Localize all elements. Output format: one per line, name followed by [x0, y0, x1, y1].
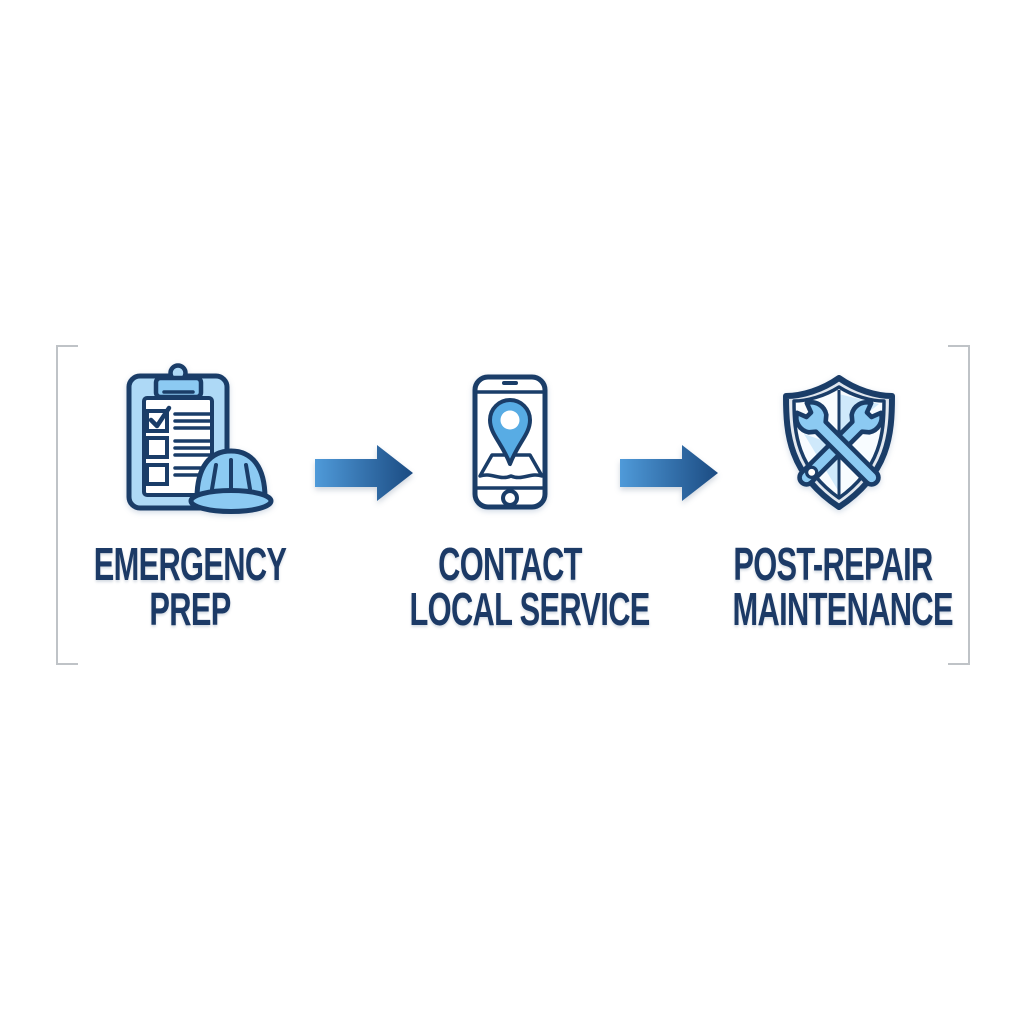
arrow-right-icon [620, 443, 720, 503]
right-bracket [948, 345, 970, 665]
step-icon-box [40, 340, 340, 540]
step-contact-local-service: CONTACT LOCAL SERVICE [360, 340, 660, 670]
step-label: EMERGENCY PREP [40, 538, 340, 635]
step-icon-box [683, 340, 983, 540]
arrow-right-icon [315, 443, 415, 503]
shield-crossed-wrenches-icon [783, 375, 895, 510]
step-emergency-prep: EMERGENCY PREP [40, 340, 340, 670]
step-post-repair-maintenance: POST-REPAIR MAINTENANCE [683, 340, 983, 670]
step-label: POST-REPAIR MAINTENANCE [683, 538, 983, 635]
phone-map-pin-icon [472, 374, 548, 510]
step-label-line2: PREP [149, 583, 231, 635]
clipboard-checklist-hardhat-icon [126, 363, 274, 514]
step-icon-box [360, 340, 660, 540]
left-bracket [56, 345, 78, 665]
step-label-line1: POST-REPAIR [733, 538, 933, 590]
step-label-line2: LOCAL SERVICE [409, 583, 651, 635]
step-label-line1: EMERGENCY [93, 538, 287, 590]
step-label: CONTACT LOCAL SERVICE [360, 538, 660, 635]
step-label-line1: CONTACT [438, 538, 582, 590]
step-label-line2: MAINTENANCE [732, 583, 954, 635]
